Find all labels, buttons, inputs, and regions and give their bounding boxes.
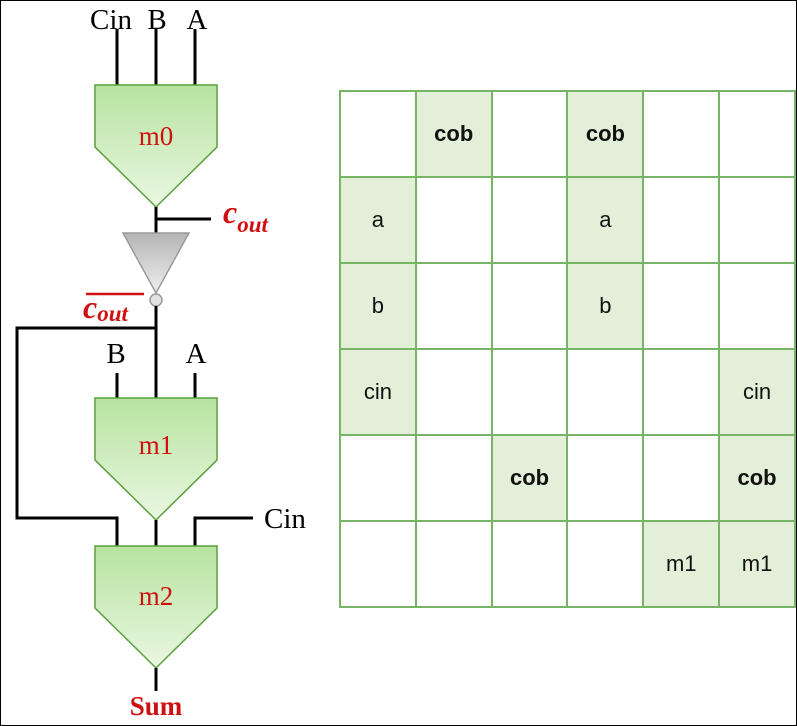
grid-cell: m1: [718, 520, 796, 608]
grid-cell: cob: [718, 434, 796, 522]
input-label-b: B: [147, 4, 166, 36]
grid-cell: cob: [490, 434, 569, 522]
grid-cell: [490, 262, 569, 350]
grid-cell: [490, 348, 569, 436]
grid-cell: [490, 520, 569, 608]
block-m1: [94, 397, 218, 522]
grid-cell: [414, 520, 493, 608]
grid-cell: [642, 434, 721, 522]
grid-cell: [414, 434, 493, 522]
block-m2: [94, 545, 218, 670]
grid-cell: [642, 176, 721, 264]
grid-cell: [642, 90, 721, 178]
block-m1-label: m1: [139, 430, 174, 460]
grid-row: cob cob: [339, 434, 796, 522]
grid-cell: [642, 348, 721, 436]
grid-cell: [718, 262, 796, 350]
grid-cell: [566, 520, 645, 608]
m1-input-label-b: B: [106, 338, 125, 370]
grid-cell: [718, 176, 796, 264]
grid-cell: [339, 520, 417, 608]
block-m0-label: m0: [139, 121, 174, 151]
grid-row: cin cin: [339, 348, 796, 436]
grid-cell: [566, 348, 645, 436]
block-m2-label: m2: [139, 581, 174, 611]
block-m0: [94, 84, 218, 209]
input-label-cin: Cin: [90, 4, 132, 36]
majority-adder-circuit: Cin B A m0 cout cout B A m1: [15, 4, 306, 721]
inverted-cout-wires: [15, 306, 158, 546]
grid-cell: [490, 90, 569, 178]
m2-input-wires: [154, 516, 253, 546]
cout-bar-label: cout: [83, 289, 128, 326]
grid-cell: b: [339, 262, 417, 350]
input-label-a: A: [187, 4, 208, 36]
grid-cell: cin: [718, 348, 796, 436]
grid-cell: cob: [566, 90, 645, 178]
grid-cell: [414, 176, 493, 264]
grid-cell: [414, 262, 493, 350]
grid-cell: [339, 90, 417, 178]
grid-cell: [642, 262, 721, 350]
m0-output-wire: [154, 207, 211, 233]
grid-cell: b: [566, 262, 645, 350]
grid-cell: cob: [414, 90, 493, 178]
grid-cell: [718, 90, 796, 178]
inverter-gate: [121, 232, 191, 295]
cout-label: cout: [223, 194, 268, 237]
grid-cell: [490, 176, 569, 264]
grid-cell: [339, 434, 417, 522]
m2-input-label-cin: Cin: [264, 503, 306, 535]
sum-label: Sum: [130, 691, 183, 721]
grid-cell: [414, 348, 493, 436]
m1-input-wires: [115, 373, 197, 398]
grid-cell: [566, 434, 645, 522]
grid-cell: m1: [642, 520, 721, 608]
m1-input-label-a: A: [186, 338, 207, 370]
grid-cell: a: [566, 176, 645, 264]
grid-cell: a: [339, 176, 417, 264]
inverter-bubble: [149, 293, 163, 307]
top-input-wires: [115, 29, 197, 85]
grid-cell: cin: [339, 348, 417, 436]
